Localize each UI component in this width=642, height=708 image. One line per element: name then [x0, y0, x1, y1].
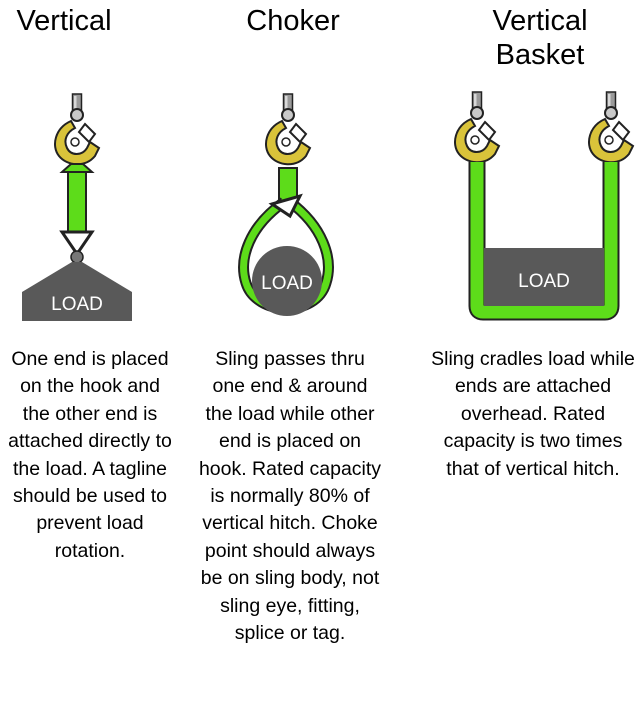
title-vertical: Vertical [16, 5, 112, 37]
description-choker: Sling passes thru one end & around the l… [198, 348, 382, 645]
hook-icon [588, 91, 634, 164]
load-label: LOAD [261, 273, 313, 294]
load-block [484, 248, 604, 306]
hook-icon [54, 93, 100, 166]
description-vertical: One end is placed on the hook and the ot… [8, 348, 172, 562]
vertical-hitch-graphic: LOAD [22, 93, 132, 321]
load-block [22, 262, 132, 321]
sling-body [470, 162, 618, 319]
sling-body [67, 171, 87, 233]
choker-hitch-graphic: LOAD [238, 93, 334, 316]
load-label: LOAD [51, 294, 103, 315]
title-choker: Choker [246, 5, 340, 37]
hook-icon [265, 93, 311, 166]
hook-icon [454, 91, 500, 164]
load-label: LOAD [518, 271, 570, 292]
vertical-basket-hitch-graphic: LOAD [454, 91, 634, 321]
load-block [252, 246, 322, 316]
title-vertical-basket: Vertical Basket [492, 5, 588, 71]
description-vertical-basket: Sling cradles load while ends are attach… [431, 348, 635, 480]
